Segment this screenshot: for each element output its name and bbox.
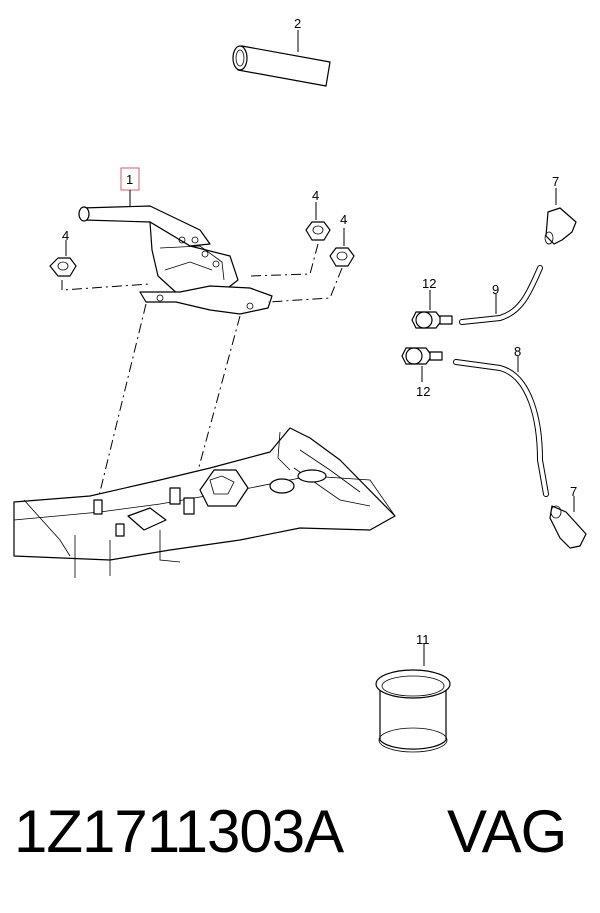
callout-12-top: 12 bbox=[422, 276, 436, 291]
callout-7-bottom: 7 bbox=[570, 484, 577, 499]
floor-panel bbox=[13, 427, 396, 578]
part-8-hose bbox=[453, 356, 549, 497]
callout-7-top: 7 bbox=[552, 174, 559, 189]
part-12-screw-top bbox=[411, 290, 453, 329]
part-4-nut-left bbox=[49, 240, 77, 277]
callout-11: 11 bbox=[416, 632, 430, 647]
parts-diagram: 2 1 4 4 4 7 12 9 8 12 7 11 bbox=[13, 16, 587, 753]
part-9-hose bbox=[459, 265, 543, 325]
callout-8: 8 bbox=[514, 344, 521, 359]
part-4-nut-mid bbox=[305, 202, 331, 241]
assembly-lines bbox=[61, 243, 343, 501]
part-number: 1Z1711303A bbox=[14, 798, 344, 865]
callout-4-left: 4 bbox=[62, 228, 69, 243]
brand-name: VAG bbox=[447, 798, 567, 865]
part-1-handbrake-lever bbox=[78, 167, 273, 315]
part-7-cap-bottom bbox=[549, 496, 587, 549]
part-11-ring bbox=[375, 644, 451, 753]
part-2-sleeve bbox=[232, 30, 331, 87]
callout-4-mid: 4 bbox=[312, 188, 319, 203]
part-7-cap-top bbox=[544, 188, 577, 245]
callout-9: 9 bbox=[492, 282, 499, 297]
callout-2: 2 bbox=[294, 16, 301, 31]
callout-4-right: 4 bbox=[340, 212, 347, 227]
callout-12-bottom: 12 bbox=[416, 384, 430, 399]
part-4-nut-right bbox=[329, 228, 355, 267]
part-12-screw-bottom bbox=[401, 347, 443, 382]
callout-1: 1 bbox=[126, 172, 133, 187]
